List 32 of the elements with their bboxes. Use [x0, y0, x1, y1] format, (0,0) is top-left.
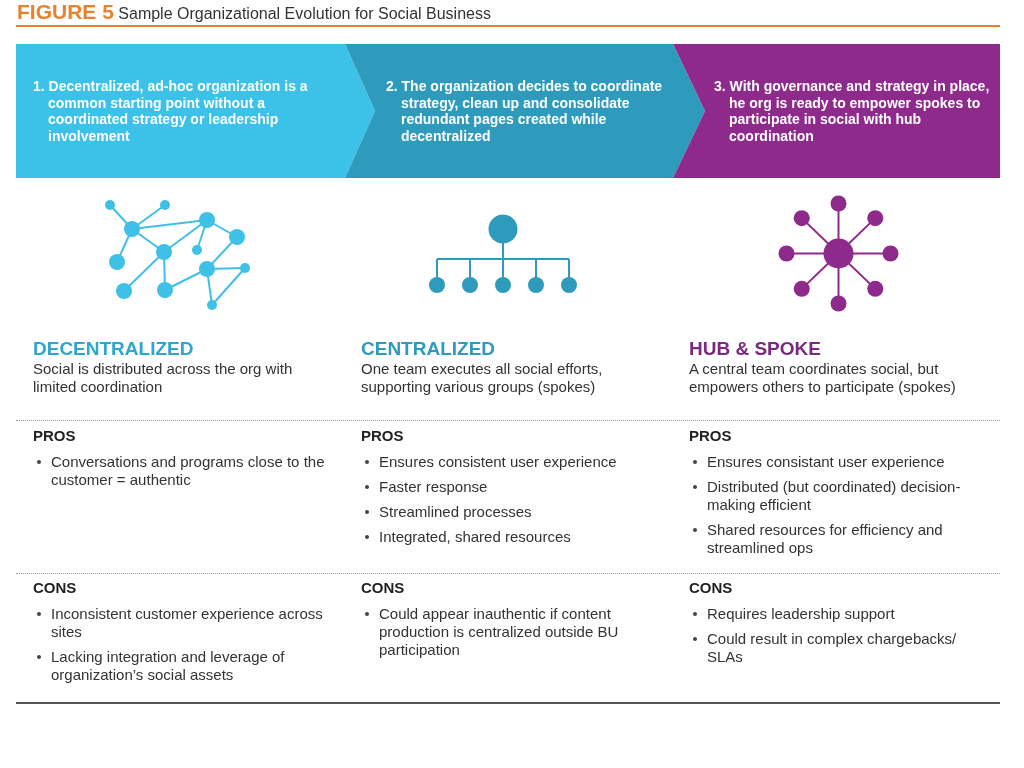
bullet-point-text: Integrated, shared resources: [379, 528, 571, 546]
step-description: 1. Decentralized, ad-hoc organization is a common starting point without a coordinated strategy or leadership involvement: [33, 78, 309, 144]
bullet-point-text: Ensures consistent user experience: [379, 453, 617, 471]
section-heading: PROS: [361, 427, 405, 445]
bullet-point-text: Ensures consistant user experience: [707, 453, 945, 471]
chevron-banner: [16, 44, 376, 178]
step-description: 3. With governance and strategy in place, he org is ready to empower spokes to participate in social with hub coordination: [714, 78, 991, 144]
bullet-point-text: Could result in complex chargebacks/ SLAs: [707, 630, 958, 666]
chevron-banner: [673, 44, 1000, 178]
column-heading: HUB & SPOKE: [689, 338, 822, 360]
column-description: A central team coordinates social, but empowers others to participate (spokes): [689, 360, 957, 396]
column-heading: DECENTRALIZED: [33, 338, 195, 360]
bullet-point-text: Conversations and programs close to the customer = authentic: [51, 453, 326, 489]
bullet-point-text: Could appear inauthentic if content production is centralized outside BU participation: [379, 605, 620, 659]
section-heading: CONS: [33, 579, 78, 597]
chevron-banner: [345, 44, 706, 178]
section-heading: CONS: [689, 579, 734, 597]
bullet-point-text: Requires leadership support: [707, 605, 895, 623]
step-description: 2. The organization decides to coordinate strategy, clean up and consolidate redundant pages created while decentralized: [386, 78, 664, 144]
bullet-point-text: Distributed (but coordinated) decision-making efficient: [707, 478, 962, 514]
section-heading: CONS: [361, 579, 406, 597]
column-description: One team executes all social efforts, supporting various groups (spokes): [361, 360, 604, 396]
bullet-point-text: Shared resources for efficiency and streamlined ops: [707, 521, 944, 557]
section-heading: PROS: [33, 427, 77, 445]
figure-title: FIGURE 5 Sample Organizational Evolution for Social Business: [17, 1, 491, 25]
section-heading: PROS: [689, 427, 733, 445]
bullet-point-text: Inconsistent customer experience across sites: [51, 605, 324, 641]
column-description: Social is distributed across the org with limited coordination: [33, 360, 294, 396]
bullet-point-text: Faster response: [379, 478, 488, 496]
bullet-point-text: Lacking integration and leverage of organization’s social assets: [51, 648, 286, 684]
bullet-point-text: Streamlined processes: [379, 503, 532, 521]
column-heading: CENTRALIZED: [361, 338, 497, 360]
